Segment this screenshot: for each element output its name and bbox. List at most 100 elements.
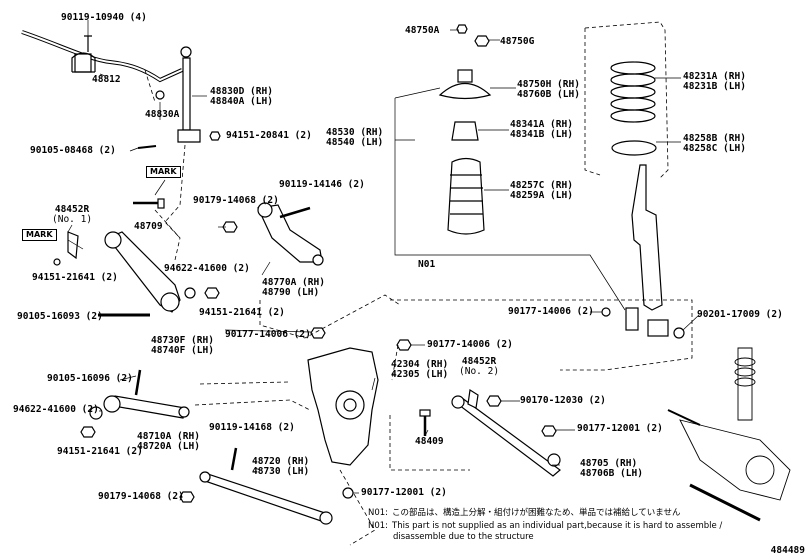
label-48257C-48259A[interactable]: 48257C (RH) 48259A (LH) [510,181,573,201]
label-48840A[interactable]: 48840A (LH) [210,96,273,107]
label-90170-12030[interactable]: 90170-12030 (2) [520,395,606,406]
label-48259A[interactable]: 48259A (LH) [510,190,573,201]
label-48812[interactable]: 48812 [92,74,121,85]
arm-48730F [107,231,181,313]
label-48705-48706B[interactable]: 48705 (RH) 48706B (LH) [580,459,643,479]
label-94151-20841[interactable]: 94151-20841 (2) [226,130,312,141]
label-48452R-2[interactable]: 48452R [461,356,497,367]
label-48830D[interactable]: 48830D (RH) [210,86,273,97]
nut-48750A [456,24,468,34]
label-48750G[interactable]: 48750G [500,36,535,47]
label-N01[interactable]: N01 [418,259,436,270]
label-90177-14006-b[interactable]: 90177-14006 (2) [508,306,594,317]
label-42304[interactable]: 42304 (RH) [391,359,449,370]
label-48231B[interactable]: 48231B (LH) [683,81,746,92]
label-48710A[interactable]: 48710A (RH) [137,431,200,442]
label-48750H[interactable]: 48750H (RH) [517,79,580,90]
nut-94151-21641-b [204,287,220,299]
inset-assembly [667,347,791,522]
nut-90170-12030 [486,395,502,407]
label-90119-10940[interactable]: 90119-10940 (4) [61,12,147,23]
label-48706B[interactable]: 48706B (LH) [580,468,643,479]
label-94151-21641-b[interactable]: 94151-21641 (2) [199,307,285,318]
label-90119-14168[interactable]: 90119-14168 (2) [209,422,295,433]
label-48258B[interactable]: 48258B (RH) [683,133,746,144]
nut-90177-14006-a [310,327,326,339]
label-48452R-no1[interactable]: 48452R (No. 1) [52,205,92,225]
label-48231A-48231B[interactable]: 48231A (RH) 48231B (LH) [683,72,746,92]
label-48750H-48760B[interactable]: 48750H (RH) 48760B (LH) [517,80,580,100]
label-48452R-2-sub: (No. 2) [459,366,500,377]
label-48830D-48840A[interactable]: 48830D (RH) 48840A (LH) [210,87,273,107]
shock-absorber-48530 [631,164,663,311]
dust-boot-48257C [447,157,485,235]
label-90177-12001-b[interactable]: 90177-12001 (2) [361,487,447,498]
label-48257C[interactable]: 48257C (RH) [510,180,573,191]
mark-tag-2: MARK [22,229,57,241]
label-48341A-48341B[interactable]: 48341A (RH) 48341B (LH) [510,120,573,140]
label-94622-41600-a[interactable]: 94622-41600 (2) [164,263,250,274]
upper-mount-48750H [438,82,492,100]
label-48710A-48720A[interactable]: 48710A (RH) 48720A (LH) [137,432,200,452]
label-48452R-no2[interactable]: 48452R (No. 2) [459,357,499,377]
label-90105-16096[interactable]: 90105-16096 (2) [47,373,133,384]
label-48720-48730[interactable]: 48720 (RH) 48730 (LH) [252,457,309,477]
label-48730F[interactable]: 48730F (RH) [151,335,214,346]
label-42305[interactable]: 42305 (LH) [391,369,449,380]
bump-stopper-48341A [451,121,479,141]
label-42304-42305[interactable]: 42304 (RH) 42305 (LH) [391,360,448,380]
label-48452R-1[interactable]: 48452R [54,204,90,215]
label-94151-21641-c[interactable]: 94151-21641 (2) [57,446,143,457]
bolt-90119-14146 [279,206,311,219]
label-48452R-1-sub: (No. 1) [52,214,93,225]
label-90105-08468[interactable]: 90105-08468 (2) [30,145,116,156]
label-48705[interactable]: 48705 (RH) [580,458,638,469]
bolt-90119-14168 [230,447,238,471]
label-90179-14068-a[interactable]: 90179-14068 (2) [193,195,279,206]
bushing-bracket [71,52,96,73]
label-48258C[interactable]: 48258C (LH) [683,143,746,154]
label-48258B-48258C[interactable]: 48258B (RH) 48258C (LH) [683,134,746,154]
label-48770A[interactable]: 48770A (RH) [262,277,325,288]
label-48720[interactable]: 48720 (RH) [252,456,310,467]
label-48540[interactable]: 48540 (LH) [326,137,384,148]
mark-tag-1: MARK [146,166,181,178]
label-48740F[interactable]: 48740F (LH) [151,345,214,356]
label-48530[interactable]: 48530 (RH) [326,127,384,138]
label-94622-41600-b[interactable]: 94622-41600 (2) [13,404,99,415]
washer-90177-14006-b [601,307,611,317]
label-48341B[interactable]: 48341B (LH) [510,129,573,140]
label-48730[interactable]: 48730 (LH) [252,466,310,477]
washer-94622-41600-a [184,287,196,299]
label-48750A[interactable]: 48750A [405,25,440,36]
label-48770A-48790[interactable]: 48770A (RH) 48790 (LH) [262,278,325,298]
label-48530-48540[interactable]: 48530 (RH) 48540 (LH) [326,128,383,148]
label-90119-14146[interactable]: 90119-14146 (2) [279,179,365,190]
label-48730F-48740F[interactable]: 48730F (RH) 48740F (LH) [151,336,214,356]
label-48341A[interactable]: 48341A (RH) [510,119,573,130]
label-48790[interactable]: 48790 (LH) [262,287,320,298]
nut-94151-20841 [209,131,221,141]
label-90177-12001-a[interactable]: 90177-12001 (2) [577,423,663,434]
note-2-text: This part is not supplied as an individu… [392,521,723,531]
label-48830A[interactable]: 48830A [145,109,180,120]
label-48231A[interactable]: 48231A (RH) [683,71,746,82]
note-1-id: N01: [368,508,389,518]
stabilizer-link [182,57,191,131]
label-90201-17009[interactable]: 90201-17009 (2) [697,309,783,320]
note-english: N01:This part is not supplied as an indi… [368,521,722,531]
label-48409[interactable]: 48409 [415,436,444,447]
label-90177-14006-c[interactable]: 90177-14006 (2) [427,339,513,350]
arm-48705 [453,397,561,477]
label-94151-21641-a[interactable]: 94151-21641 (2) [32,272,118,283]
label-90105-16093[interactable]: 90105-16093 (2) [17,311,103,322]
label-90179-14068-b[interactable]: 90179-14068 (2) [98,491,184,502]
label-48720A[interactable]: 48720A (LH) [137,441,200,452]
label-48760B[interactable]: 48760B (LH) [517,89,580,100]
label-48709[interactable]: 48709 [134,221,163,232]
arm-48720 [200,473,329,523]
note-english-line2: disassemble due to the structure [393,532,534,542]
label-90177-14006-a[interactable]: 90177-14006 (2) [225,329,311,340]
